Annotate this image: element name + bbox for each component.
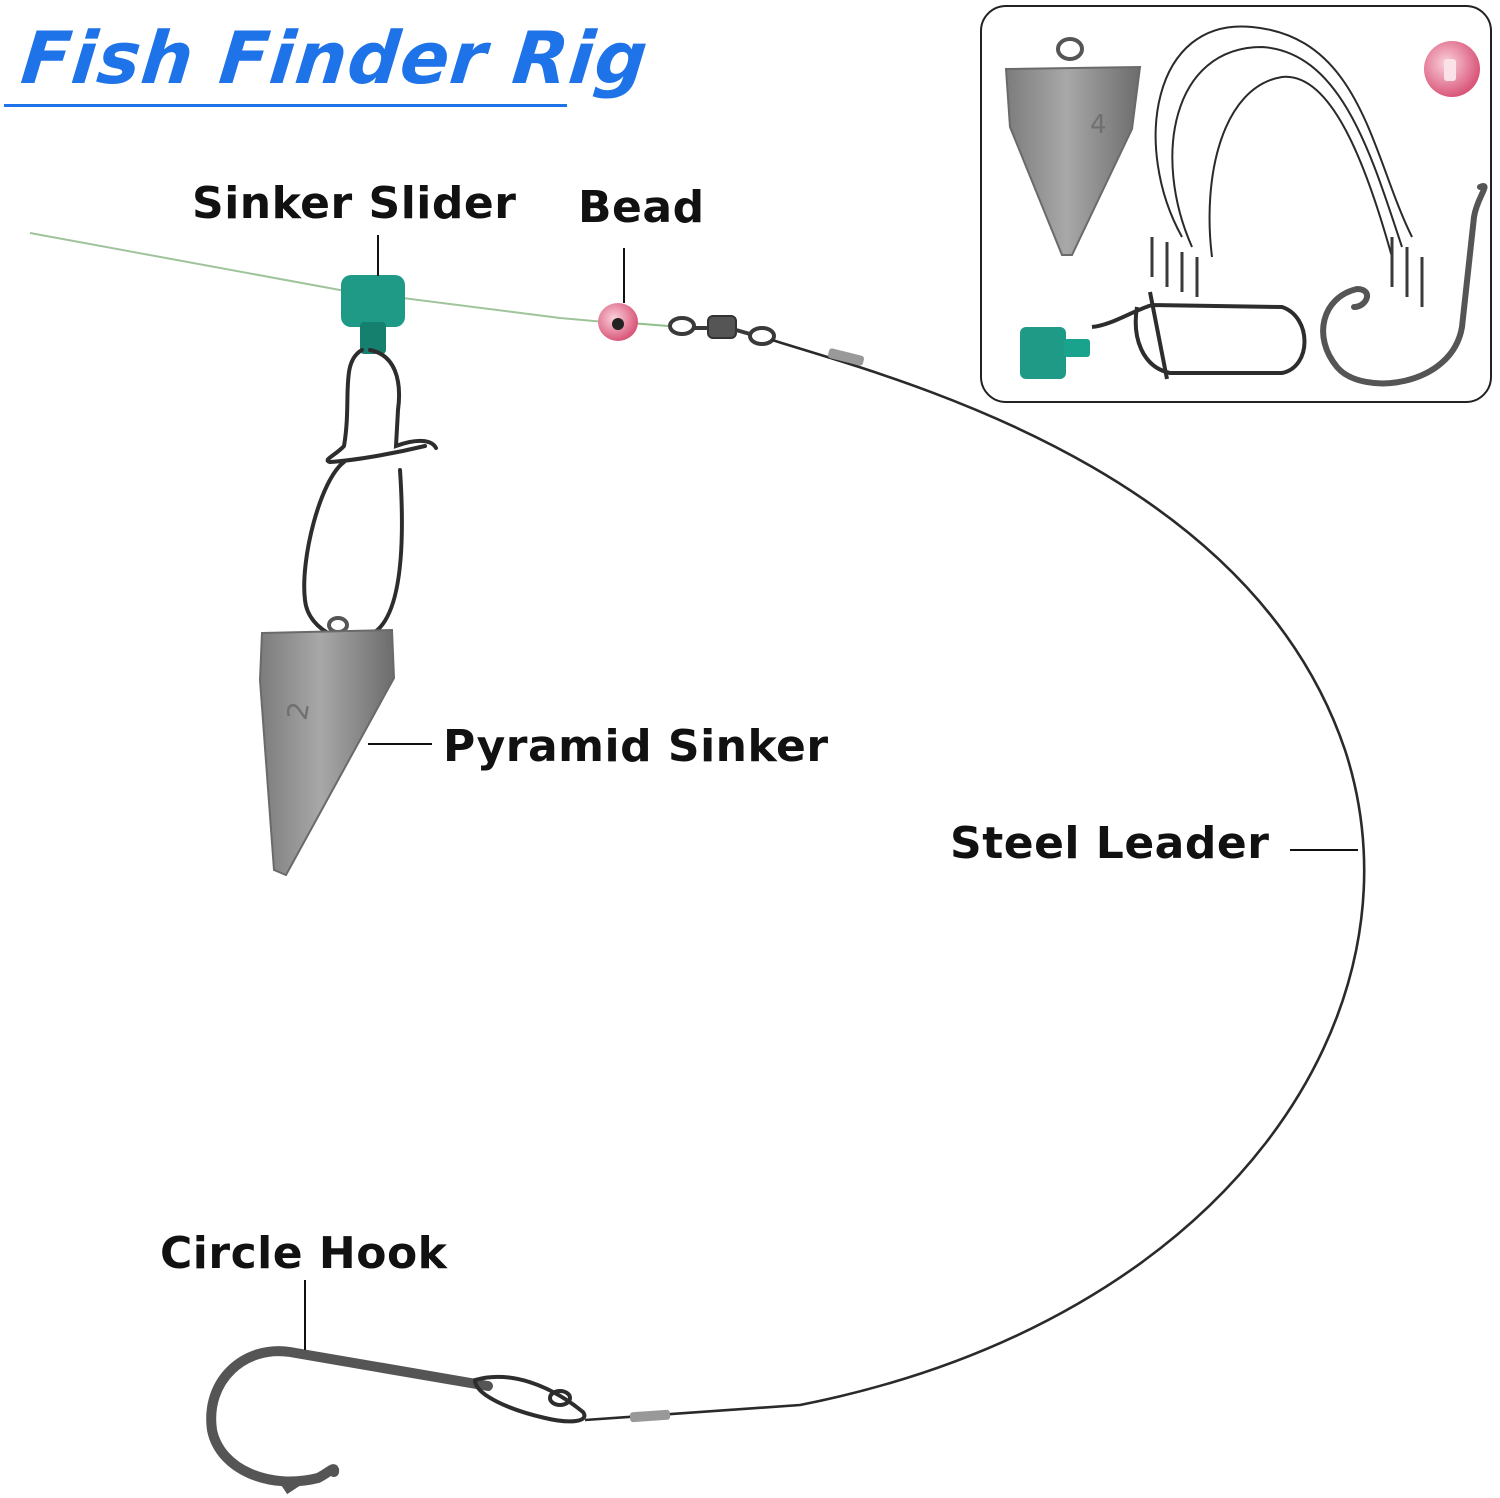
crimp-sleeve-bottom (629, 1409, 671, 1423)
snap-clip-icon (302, 348, 438, 642)
leader-snap-icon (472, 1374, 587, 1424)
circle-hook-icon (206, 1346, 493, 1487)
steel-leader-wire (584, 338, 1366, 1422)
inset-circle-hook-icon (1320, 183, 1488, 387)
inset-swivels (1150, 237, 1424, 307)
sinker-eye (327, 616, 349, 634)
inset-pyramid-sinker-icon (1004, 65, 1142, 256)
sinker-slider-icon (341, 275, 405, 354)
inset-sinker-slider-icon (1020, 327, 1090, 379)
sinker-number: 2 (281, 699, 317, 722)
pyramid-sinker-label: Pyramid Sinker (443, 721, 829, 772)
inset-bead-icon (1424, 41, 1480, 97)
circle-hook-label: Circle Hook (160, 1228, 448, 1279)
leader-snap-loop (548, 1389, 572, 1407)
title-underline (4, 104, 567, 107)
circle-hook-point (277, 1476, 302, 1495)
inset-snap-clip-icon (1091, 291, 1307, 380)
crimp-sleeve-top (827, 348, 865, 366)
bead-icon (598, 303, 638, 341)
pyramid-sinker-icon (258, 628, 396, 877)
fishing-line (29, 232, 606, 323)
steel-leader-label: Steel Leader (950, 818, 1270, 869)
parts-inset: 4 (980, 5, 1492, 403)
inset-leader-wires (1154, 25, 1413, 258)
inset-sinker-number: 4 (1090, 110, 1107, 140)
bead-label: Bead (578, 182, 705, 233)
inset-sinker-eye (1056, 37, 1084, 61)
parts-inset-illustration: 4 (1004, 25, 1488, 387)
barrel-swivel-icon (668, 315, 776, 346)
sinker-slider-label: Sinker Slider (192, 178, 517, 229)
